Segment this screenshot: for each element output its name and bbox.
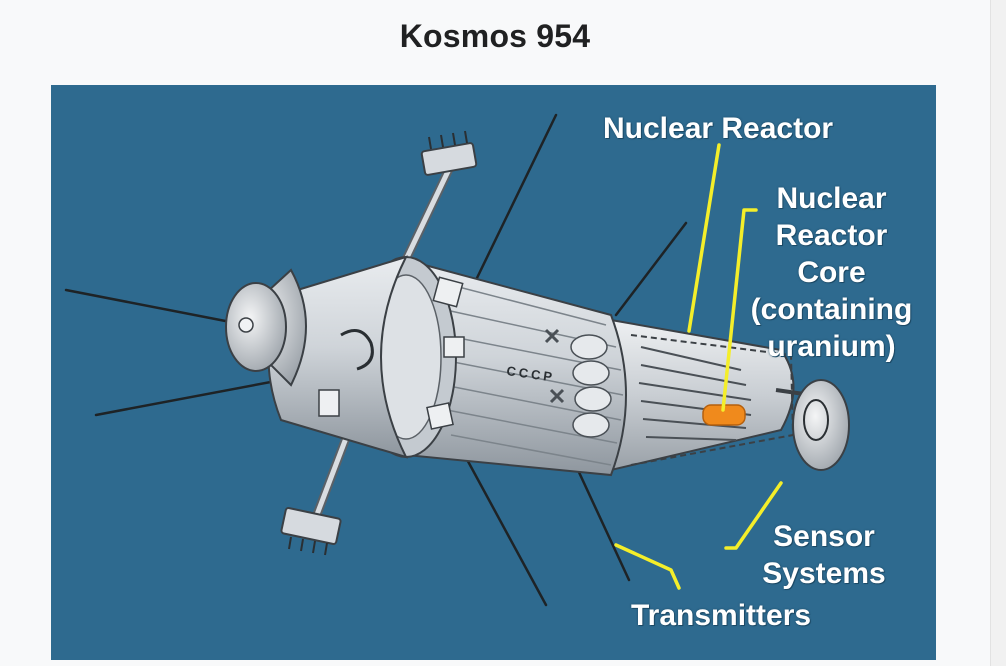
label-core-line-5: uranium) xyxy=(767,330,896,363)
label-nuclear-reactor: Nuclear Reactor xyxy=(603,110,833,147)
label-nuclear-reactor-text: Nuclear Reactor xyxy=(603,112,834,145)
satellite-illustration: CCCP xyxy=(64,113,850,607)
leader-sensors xyxy=(724,481,783,550)
scrollbar[interactable] xyxy=(990,0,1006,666)
leader-core xyxy=(721,208,758,412)
bottom-sensor-boom xyxy=(280,423,356,556)
label-reactor-core: Nuclear Reactor Core (containing uranium… xyxy=(739,180,924,365)
nose-cone xyxy=(225,268,307,387)
leader-lines xyxy=(614,143,783,590)
sensor-dish xyxy=(775,379,850,471)
label-core-line-3: Core xyxy=(797,256,866,289)
label-sensors-line-2: Systems xyxy=(762,557,886,590)
hull-marking: CCCP xyxy=(506,363,556,385)
leader-transmitters xyxy=(614,543,681,590)
label-core-line-1: Nuclear xyxy=(776,182,887,215)
front-module xyxy=(267,255,465,459)
label-core-line-4: (containing xyxy=(750,293,913,326)
leader-reactor xyxy=(687,143,721,333)
page-title: Kosmos 954 xyxy=(399,18,591,54)
label-transmitters-text: Transmitters xyxy=(631,599,812,632)
reactor-section xyxy=(597,318,795,472)
label-core-line-2: Reactor xyxy=(775,219,888,252)
label-transmitters: Transmitters xyxy=(631,597,811,634)
antennas xyxy=(64,113,688,607)
top-sensor-boom xyxy=(396,130,478,272)
satellite-diagram: CCCP Nuclear Reactor xyxy=(51,85,936,660)
label-sensors-line-1: Sensor xyxy=(773,520,875,553)
label-sensor-systems: Sensor Systems xyxy=(749,518,899,592)
